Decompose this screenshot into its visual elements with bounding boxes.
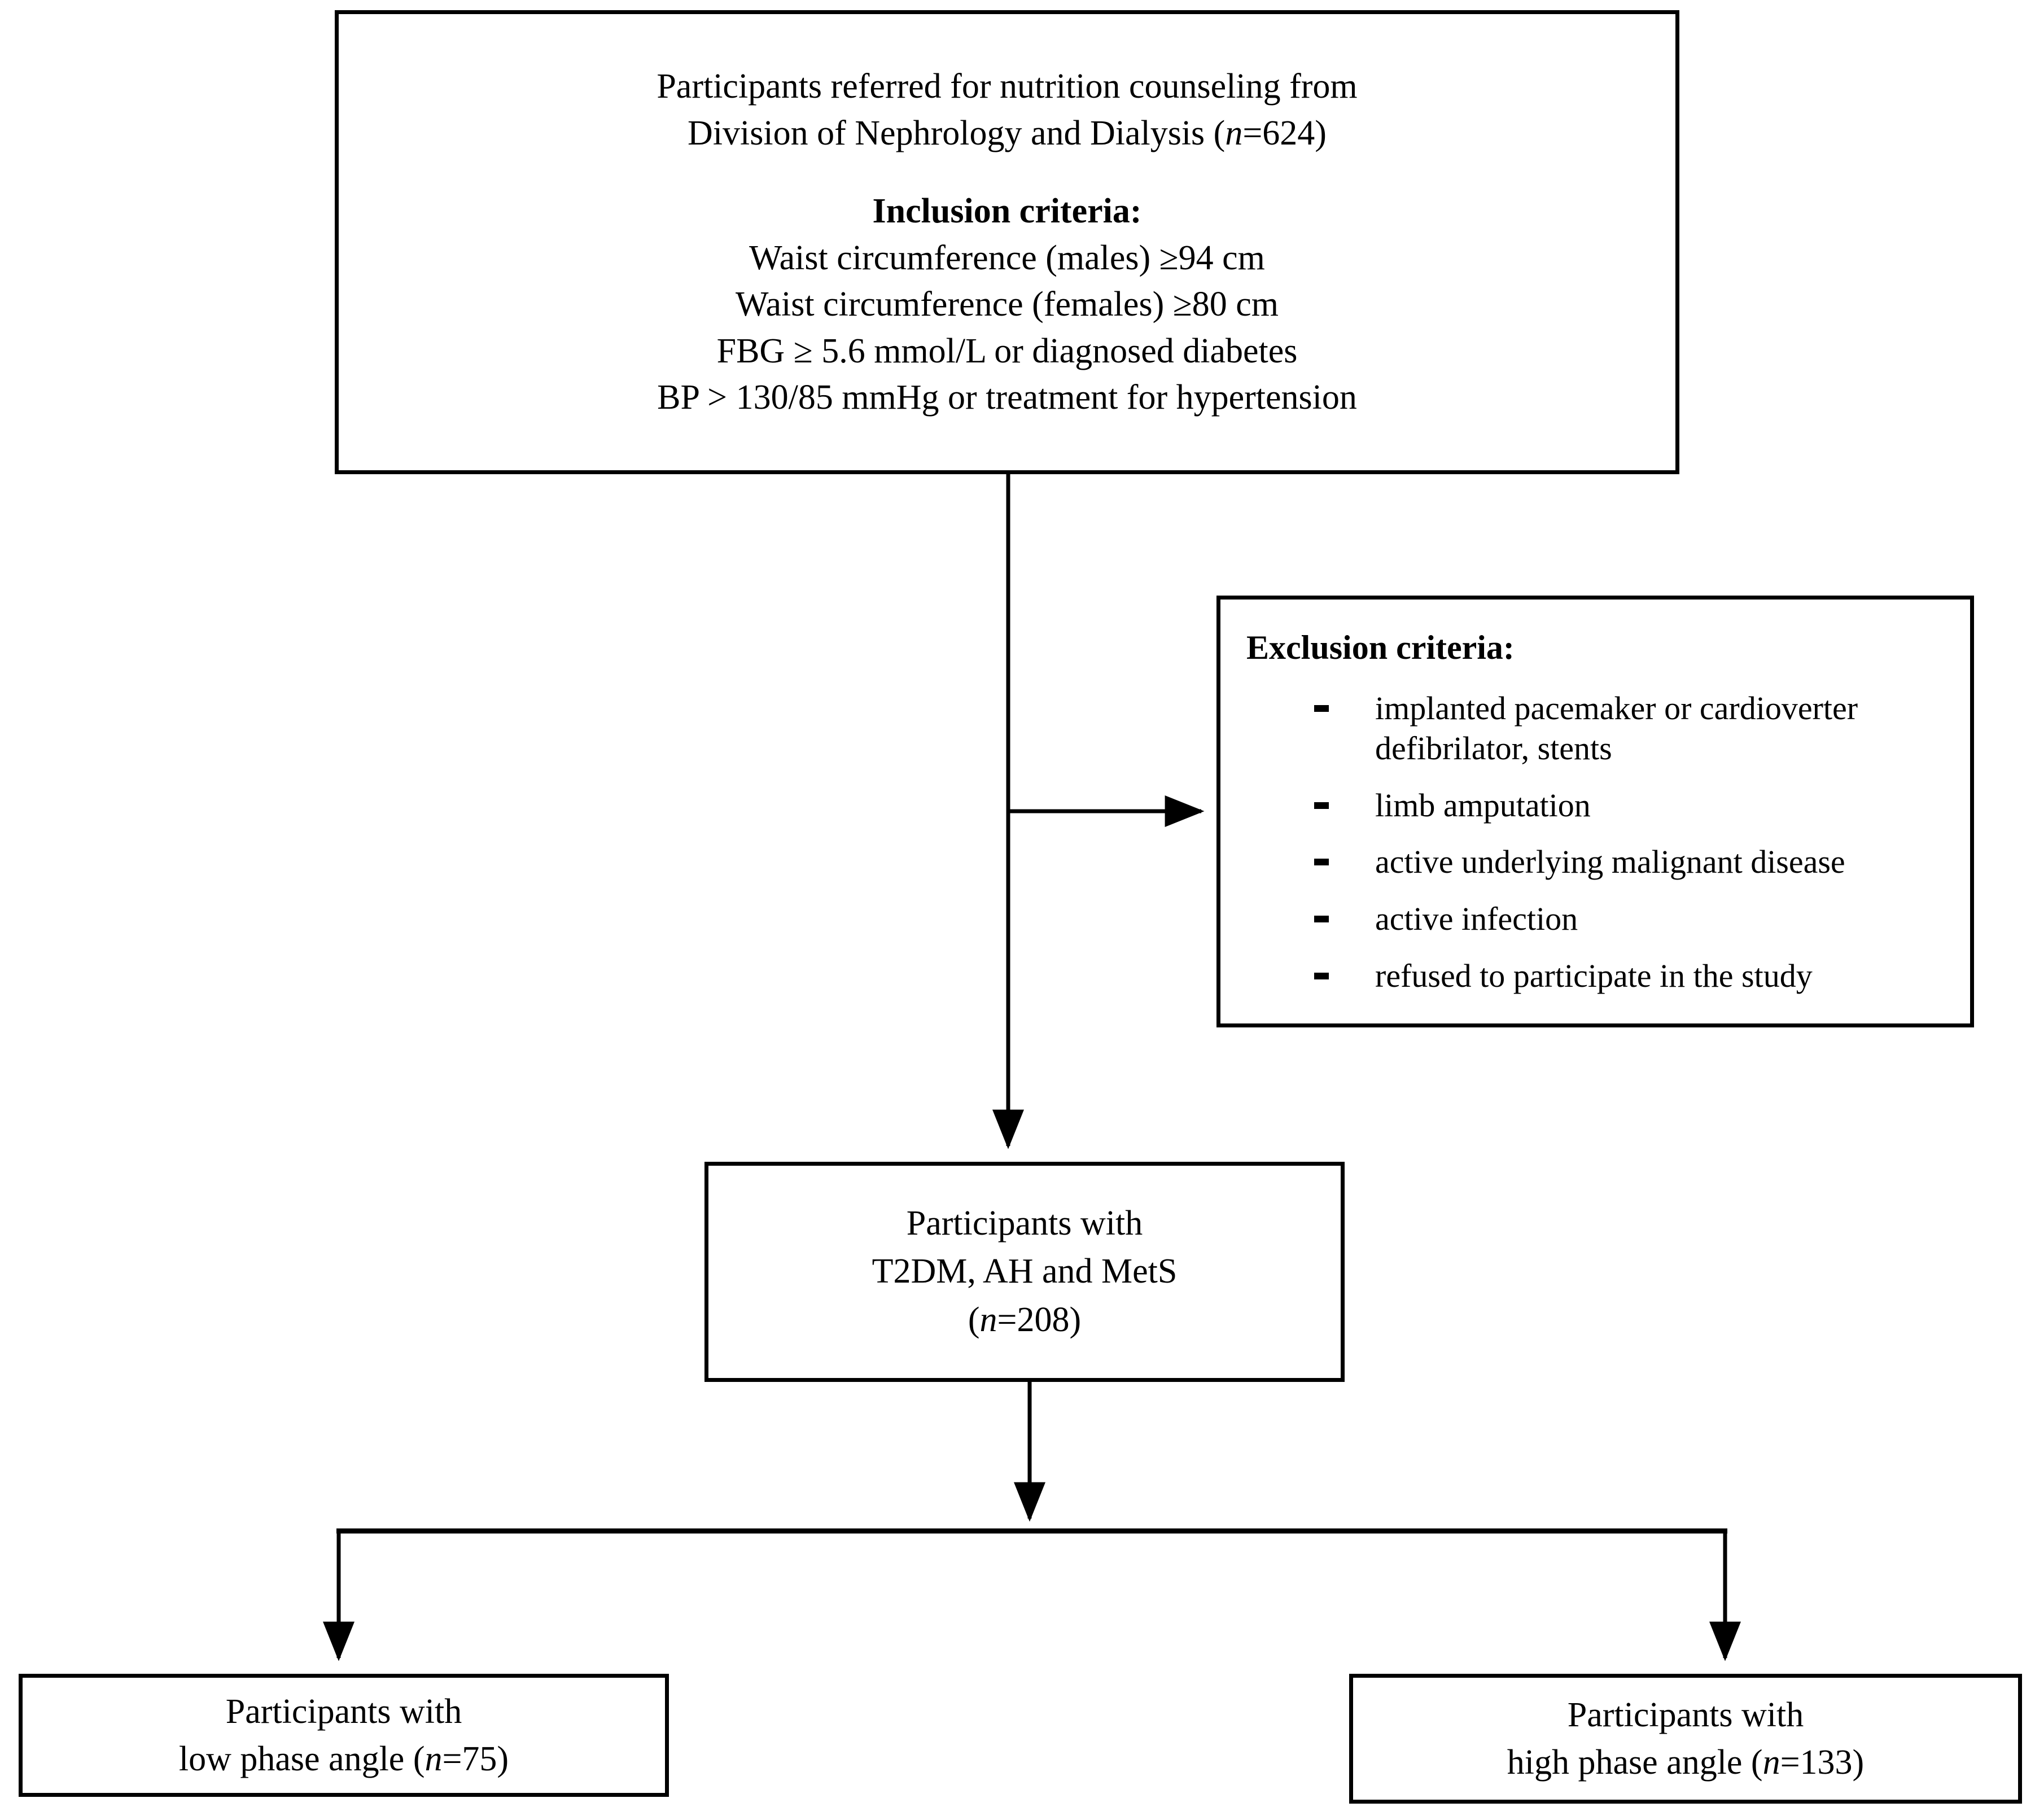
cohort-n-post: =208) <box>997 1300 1082 1339</box>
cohort-line-1: Participants with <box>906 1204 1143 1243</box>
low-n-post: =75) <box>442 1740 509 1778</box>
low-line-1: Participants with <box>225 1692 462 1731</box>
high-n-post: =133) <box>1780 1743 1865 1782</box>
inclusion-criterion-fbg: FBG ≥ 5.6 mmol/L or diagnosed diabetes <box>716 331 1298 370</box>
exclusion-item-amputation: limb amputation <box>1314 786 1953 826</box>
source-line-2-pre: Division of Nephrology and Dialysis ( <box>688 113 1226 152</box>
inclusion-criteria-heading: Inclusion criteria: <box>872 192 1142 231</box>
node-exclusion-criteria: Exclusion criteria: implanted pacemaker … <box>1216 596 1974 1027</box>
low-n-symbol: n <box>424 1740 443 1778</box>
exclusion-item-refusal-label: refused to participate in the study <box>1375 957 1813 994</box>
exclusion-item-malignancy: active underlying malignant disease <box>1314 842 1953 882</box>
exclusion-item-infection: active infection <box>1314 899 1953 939</box>
inclusion-criterion-bp: BP > 130/85 mmHg or treatment for hypert… <box>657 378 1357 417</box>
dash-bullet-icon <box>1314 802 1329 809</box>
dash-bullet-icon <box>1314 972 1329 979</box>
source-line-2-n: n <box>1225 113 1243 152</box>
high-n-pre: high phase angle ( <box>1507 1743 1763 1782</box>
high-line-1: Participants with <box>1567 1695 1804 1734</box>
exclusion-criteria-list: implanted pacemaker or cardioverter defi… <box>1246 689 1953 996</box>
exclusion-criteria-heading: Exclusion criteria: <box>1246 629 1515 666</box>
source-line-2-post: =624) <box>1242 113 1327 152</box>
low-n-pre: low phase angle ( <box>178 1740 425 1778</box>
node-source-population: Participants referred for nutrition coun… <box>335 10 1679 474</box>
node-low-phase-angle: Participants with low phase angle (n=75) <box>19 1674 669 1797</box>
node-high-phase-angle: Participants with high phase angle (n=13… <box>1349 1674 2022 1804</box>
dash-bullet-icon <box>1314 859 1329 866</box>
cohort-line-3: (n=208) <box>968 1296 1081 1345</box>
exclusion-item-pacemaker-label: implanted pacemaker or cardioverter defi… <box>1375 690 1858 767</box>
inclusion-criterion-waist-male: Waist circumference (males) ≥94 cm <box>749 238 1265 277</box>
cohort-line-2: T2DM, AH and MetS <box>872 1252 1178 1291</box>
high-n-symbol: n <box>1762 1743 1780 1782</box>
source-line-1: Participants referred for nutrition coun… <box>657 67 1358 106</box>
exclusion-item-pacemaker: implanted pacemaker or cardioverter defi… <box>1314 689 1953 769</box>
exclusion-item-refusal: refused to participate in the study <box>1314 956 1953 996</box>
source-line-2: Division of Nephrology and Dialysis (n=6… <box>688 110 1327 156</box>
node-cohort-t2dm-ah-mets: Participants with T2DM, AH and MetS (n=2… <box>704 1162 1345 1382</box>
dash-bullet-icon <box>1314 916 1329 922</box>
dash-bullet-icon <box>1314 705 1329 712</box>
low-line-2: low phase angle (n=75) <box>179 1735 509 1783</box>
exclusion-item-infection-label: active infection <box>1375 900 1578 937</box>
high-line-2: high phase angle (n=133) <box>1507 1739 1864 1786</box>
cohort-n-pre: ( <box>968 1300 980 1339</box>
exclusion-item-amputation-label: limb amputation <box>1375 786 1591 824</box>
inclusion-criterion-waist-female: Waist circumference (females) ≥80 cm <box>736 285 1279 324</box>
cohort-n-symbol: n <box>979 1300 997 1339</box>
exclusion-item-malignancy-label: active underlying malignant disease <box>1375 843 1845 881</box>
